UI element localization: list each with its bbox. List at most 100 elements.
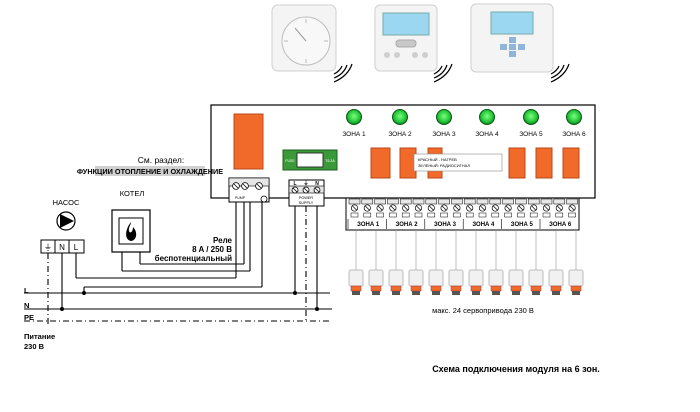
relay-type: беспотенциальный [155, 254, 232, 263]
zone-terminal-label: ЗОНА 5 [511, 222, 534, 228]
color-legend-box [413, 153, 503, 172]
power-supply-terminal-block: L ⏚ N POWER SUPPLY [288, 179, 325, 207]
zone-relay-block [535, 147, 553, 179]
pump-label: НАСОС [53, 198, 80, 207]
boiler-label: КОТЕЛ [120, 189, 145, 198]
relay-terminal-block: PUMP [228, 177, 270, 203]
zone-led-icon [523, 109, 539, 125]
terminal-ground-icon [555, 212, 564, 218]
servo-actuator-icon [568, 269, 584, 287]
relay-title: Реле [213, 236, 233, 245]
power-supply-label-2: SUPPLY [299, 201, 314, 205]
terminal-ground-icon [363, 212, 372, 218]
terminal-ground-icon [389, 212, 397, 218]
zone-led-icon [346, 109, 362, 125]
servo-actuator-icon [508, 269, 524, 287]
terminal-ground-icon [568, 212, 576, 218]
zone-terminal-label: ЗОНА 2 [396, 222, 419, 228]
servo-actuator-icon [388, 269, 404, 287]
zone-terminal-label: ЗОНА 4 [472, 222, 495, 228]
see-section-label: См. раздел: [138, 155, 185, 165]
zone-terminal-label: ЗОНА 6 [549, 222, 572, 228]
terminal-ground-icon [440, 212, 448, 218]
main-relay-block [233, 113, 264, 170]
terminal-ground-icon [376, 212, 384, 218]
ground-terminal-icon [260, 195, 268, 203]
terminal-ground-icon [465, 212, 474, 218]
terminal-ground-icon [542, 212, 551, 218]
servo-actuator-icon [528, 269, 544, 287]
terminal-ground-icon [350, 212, 359, 218]
zone-led-icon [436, 109, 452, 125]
zone-terminal-label: ЗОНА 1 [357, 222, 380, 228]
scheme-title: Схема подключения модуля на 6 зон. [432, 364, 600, 374]
zone-relay-block [562, 147, 580, 179]
zone-led-label: ЗОНА 2 [388, 131, 412, 138]
terminal-slot [489, 198, 502, 205]
servo-actuator-icon [548, 269, 564, 287]
servo-actuator-icon [348, 269, 364, 287]
terminal-slot [463, 198, 476, 205]
wiring [24, 202, 332, 325]
zone-led-label: ЗОНА 4 [475, 131, 499, 138]
terminal-slot [361, 198, 374, 205]
round-thermostat [271, 4, 337, 72]
terminal-slot [399, 198, 412, 205]
zone-relay-block [370, 147, 391, 179]
psu-terminal-text: N [315, 181, 319, 187]
zone-led-icon [479, 109, 495, 125]
terminal-slot [438, 198, 450, 205]
lcd-thermostat-large [470, 3, 554, 73]
relay-rating: 8 A / 250 B [192, 245, 232, 254]
terminal-slot [566, 198, 578, 205]
terminal-ground-icon [517, 212, 525, 218]
terminal-slot [476, 198, 489, 205]
flame-icon [126, 222, 137, 241]
terminal-slot [527, 198, 540, 205]
legend-heating: КРАСНЫЙ - НАГРЕВ [418, 157, 457, 162]
radio-signal-icons [333, 63, 570, 83]
zone-relay-block [399, 147, 417, 179]
power-caption-1: Питание [24, 332, 55, 341]
terminal-slot [412, 198, 425, 205]
servo-actuator-icon [408, 269, 424, 287]
fuse-label: FUSE [285, 159, 295, 163]
actuators-note: макс. 24 сервопривода 230 В [432, 306, 534, 315]
pump-symbol-icon [56, 211, 76, 231]
servo-actuator-icon [468, 269, 484, 287]
zone-led-icon [392, 109, 408, 125]
fuse-rating: T6.3A [325, 159, 335, 163]
power-supply-label-1: POWER [299, 196, 314, 200]
pump-terminal-text: ⏚ [44, 243, 52, 252]
servo-actuator-icon [428, 269, 444, 287]
terminal-slot [553, 198, 566, 205]
terminal-slot [540, 198, 553, 205]
zone-led-label: ЗОНА 6 [562, 131, 586, 138]
servo-actuators [348, 230, 584, 295]
legend-radio: ЗЕЛЕНЫЙ: РАДИОСИГНАЛ [418, 163, 470, 168]
pump-terminal-label: PUMP [235, 196, 246, 200]
psu-terminal-text: ⏚ [303, 180, 308, 187]
functions-highlight [95, 166, 205, 176]
terminal-slot [515, 198, 527, 205]
bus-line-label: N [24, 301, 29, 310]
terminal-slot [374, 198, 386, 205]
navigation-buttons-icon [500, 37, 525, 57]
bus-line-label: L [24, 286, 29, 295]
power-caption-2: 230 В [24, 342, 45, 351]
junction-dots [60, 291, 319, 311]
zone-led-label: ЗОНА 5 [519, 131, 543, 138]
terminal-slot [502, 198, 514, 205]
zone-led-icon [566, 109, 582, 125]
terminal-ground-icon [427, 212, 436, 218]
terminal-ground-icon [414, 212, 423, 218]
terminal-slot [451, 198, 463, 205]
servo-actuator-icon [488, 269, 504, 287]
psu-terminal-text: L [293, 181, 296, 187]
terminal-ground-icon [401, 212, 410, 218]
